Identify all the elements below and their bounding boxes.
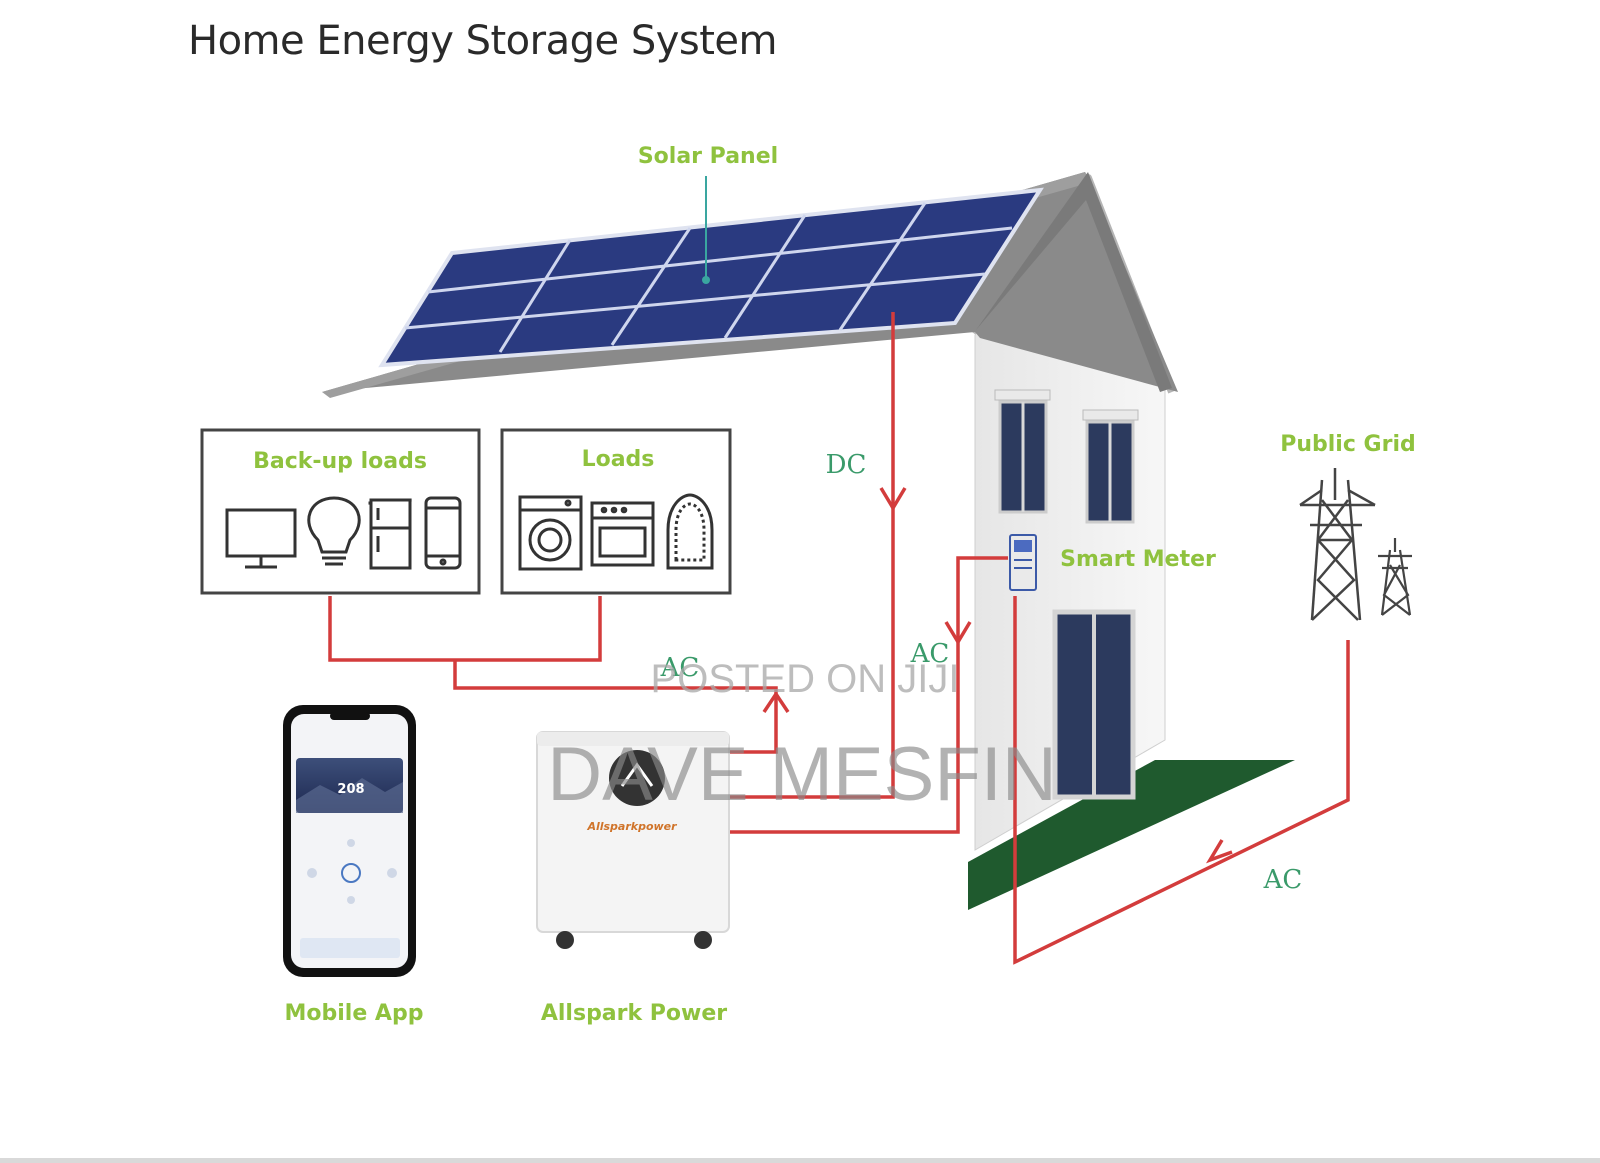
battery-storage-unit: Allsparkpower bbox=[536, 731, 730, 949]
ac-loads-label: AC bbox=[660, 653, 700, 683]
ac-grid-label: AC bbox=[1263, 865, 1303, 895]
wire-grid bbox=[1013, 596, 1350, 965]
mobile-app-phone: 208 bbox=[283, 705, 416, 977]
battery-brand: Allsparkpower bbox=[586, 820, 677, 833]
solar-panel-array bbox=[378, 187, 1044, 368]
refrigerator-icon bbox=[368, 498, 412, 570]
monitor-icon bbox=[225, 508, 297, 569]
light-bulb-icon bbox=[307, 496, 361, 566]
smart-meter-device bbox=[1009, 534, 1037, 591]
solar-panel-label: Solar Panel bbox=[638, 144, 778, 169]
washing-machine-icon bbox=[518, 495, 583, 571]
public-grid-label: Public Grid bbox=[1280, 432, 1416, 457]
wire-smart-meter bbox=[728, 556, 1008, 834]
wire-loads bbox=[453, 660, 778, 754]
allspark-power-label: Allspark Power bbox=[541, 1001, 727, 1026]
dc-label: DC bbox=[826, 450, 867, 480]
iron-icon bbox=[666, 493, 714, 570]
backup-loads-label: Back-up loads bbox=[253, 449, 427, 474]
watermark-name: DAVE MESFIN bbox=[547, 732, 1057, 817]
loads-box bbox=[500, 428, 732, 595]
house bbox=[968, 174, 1295, 910]
page-title: Home Energy Storage System bbox=[188, 18, 777, 64]
power-tower-small-icon bbox=[1378, 538, 1412, 616]
upper-window-left bbox=[994, 389, 1051, 514]
wiring bbox=[328, 312, 1350, 965]
watermark-posted: POSTED ON JIJI bbox=[651, 657, 960, 701]
upper-window-right bbox=[1082, 409, 1139, 524]
loads-label: Loads bbox=[582, 447, 655, 472]
oven-icon bbox=[590, 501, 655, 567]
patio-door bbox=[1052, 609, 1136, 800]
mobile-app-label: Mobile App bbox=[285, 1001, 424, 1026]
bottom-border bbox=[0, 1158, 1600, 1163]
backup-loads-box bbox=[200, 428, 481, 595]
lawn bbox=[968, 760, 1295, 910]
ac-meter-label: AC bbox=[910, 639, 950, 669]
smart-meter-label: Smart Meter bbox=[1060, 547, 1216, 572]
app-value: 208 bbox=[337, 782, 364, 797]
wire-backup-loads bbox=[328, 596, 602, 662]
power-tower-large-icon bbox=[1299, 468, 1376, 621]
smartphone-icon bbox=[424, 496, 462, 570]
wire-dc bbox=[728, 312, 895, 799]
